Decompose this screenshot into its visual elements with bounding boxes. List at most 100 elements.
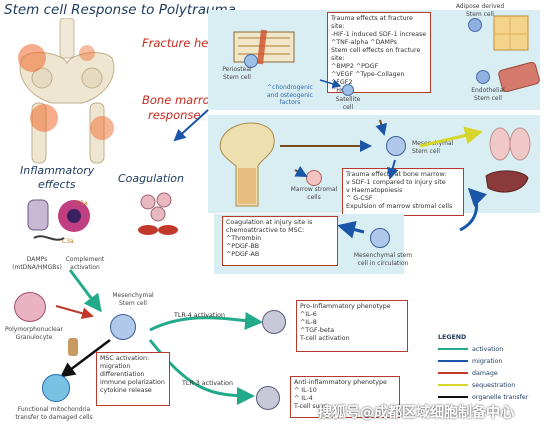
legend-swatch (438, 348, 468, 350)
complement-label-line: Complement (65, 256, 105, 263)
anti-inflammatory-box: Anti-inflammatory phenotype ^ IL-10 ^ IL… (290, 376, 400, 418)
transfer-arrow (60, 339, 111, 378)
marrow-stromal-icon (306, 170, 322, 186)
marrow-stromal-label-line: cells (307, 193, 321, 201)
bone-marrow-label: Bone marrow (142, 93, 220, 107)
fracture-box-line: ^VEGF ^Type-Collagen (331, 71, 405, 78)
pro-inflammatory-line: T-cell activation (300, 335, 350, 342)
coagulation-box-line: chemoattractive to MSC: (226, 227, 305, 234)
legend-label: migration (472, 357, 503, 365)
marrow-stromal-label-line: Marrow stromal (290, 186, 338, 193)
satellite-label-line: Satellite (335, 96, 361, 103)
mito-label-line: Functional mitochondria (17, 406, 91, 413)
periosteal-label-line: Periosteal (222, 66, 252, 73)
pmn-label: Polymorphonuclear Granulocyte (4, 326, 64, 341)
adipose-label-line: Stem cell (466, 10, 494, 18)
fracture-site-box: Trauma effects at fracture site: -HIF-1 … (327, 12, 431, 94)
bone-marrow-box-line: v Haematopoiesis (346, 187, 403, 194)
msc-circulation-icon (370, 228, 390, 248)
sequestration-arrow (419, 126, 483, 148)
legend-swatch (438, 384, 468, 386)
periosteal-effects-line: and osteogenic (267, 91, 313, 99)
femur-head-icon (219, 122, 275, 207)
pro-inflammatory-line: Pro-Inflammatory phenotype (300, 303, 391, 310)
msc-circulation-label-line: Mesenchymal stem (353, 252, 413, 259)
legend-title: LEGEND (438, 334, 467, 341)
endothelial-label-line: Stem cell (474, 94, 502, 102)
legend-item: activation (438, 343, 542, 355)
damps-illustration (27, 199, 90, 241)
satellite-label: Satellite cell (318, 96, 378, 111)
fracture-box-line: ^FGF2 (331, 79, 353, 86)
msc-activation-box: MSC activation: migration differentiatio… (96, 352, 170, 406)
legend-swatch (438, 372, 468, 374)
pmn-label-line: Granulocyte (15, 333, 53, 341)
anti-inflammatory-line: ^ IL-4 (294, 395, 313, 402)
migration-arrow (294, 165, 308, 177)
complement-label-line: activation (70, 263, 100, 271)
fracture-box-line: ^TNF-alpha ^DAMPs (331, 39, 397, 46)
migration-arrow (386, 159, 399, 180)
coagulation-label: Coagulation (118, 172, 184, 185)
inflammatory-label: Inflammatory (20, 164, 95, 177)
fracture-box-line: ^HGF (331, 87, 350, 94)
watermark: 搜狐号@成都区域细胞制备中心 (318, 405, 514, 421)
pro-inflammatory-line: ^IL-6 (300, 311, 317, 318)
adipose-cell-icon (468, 18, 482, 32)
anti-inflammatory-line: Anti-inflammatory phenotype (294, 379, 387, 386)
legend-swatch (438, 360, 468, 362)
fracture-box-line: -HIF-1 induced SDF-1 increase (331, 31, 427, 38)
tlr3-label: TLR-3 activation (182, 380, 233, 387)
legend: LEGEND activation migration damage seque… (438, 334, 542, 403)
legend-swatch (438, 396, 468, 398)
damps-label-line: (mtDNA/HMGBs) (12, 263, 62, 271)
migration-arrow (319, 79, 342, 89)
marrow-stromal-label: Marrow stromal cells (286, 186, 342, 201)
msc-activation-line: immune polarization (100, 379, 165, 386)
msc-activation-line: migration (100, 363, 131, 370)
migration-arrow (337, 220, 365, 239)
msc-top-label-line: Stem cell (412, 147, 440, 155)
damaged-cell-icon (42, 374, 70, 402)
activation-arrow (149, 312, 263, 332)
periosteal-cell-icon (244, 54, 258, 68)
muscle-icon (498, 62, 540, 92)
pro-inflammatory-line: ^IL-8 (300, 319, 317, 326)
damage-arrow (55, 305, 94, 320)
activation-arrow (68, 269, 102, 313)
adipose-tissue-icon (493, 15, 529, 51)
legend-label: organelle transfer (472, 393, 529, 401)
legend-item: organelle transfer (438, 391, 542, 403)
page-title: Stem cell Response to Polytrauma (4, 2, 236, 18)
platelets-icon (138, 192, 178, 235)
adipose-label-line: Adipose derived (455, 3, 505, 10)
msc-anti-inflammatory-icon (256, 386, 280, 410)
legend-item: sequestration (438, 379, 542, 391)
mitochondria-icon (68, 338, 78, 356)
complement-label: Complement activation (60, 256, 110, 271)
periosteal-effects-line: factors (279, 99, 301, 106)
adipose-label: Adipose derived Stem cell (440, 3, 520, 18)
endothelial-label-line: Endothelial (471, 87, 505, 94)
migration-arrow (173, 109, 209, 142)
periosteal-label: Periosteal Stem cell (208, 66, 266, 81)
liver-icon (485, 170, 529, 193)
bone-marrow-box-line: v SDF-1 compared to injury site (346, 179, 446, 186)
msc-circulation-label: Mesenchymal stem cell in circulation (346, 252, 420, 267)
coagulation-box-line: ^PDGF-AB (226, 251, 260, 258)
lungs-icon (489, 127, 531, 161)
msc-center-label-line: Stem cell (119, 299, 147, 307)
endothelial-cell-icon (476, 70, 490, 84)
bone-marrow-label-2: response (148, 108, 201, 122)
legend-label: damage (472, 369, 498, 377)
pmn-label-line: Polymorphonuclear (5, 326, 63, 333)
coagulation-box: Coagulation at injury site is chemoattra… (222, 216, 338, 266)
migration-arrow (375, 119, 388, 136)
anti-inflammatory-line: ^ IL-10 (294, 387, 317, 394)
damps-label-line: DAMPs (26, 256, 48, 263)
migration-arrow (459, 187, 487, 232)
bone-marrow-box-line: ^ G-CSF (346, 195, 373, 202)
msc-activation-line: MSC activation: (100, 355, 150, 362)
pro-inflammatory-line: ^TGF-beta (300, 327, 335, 334)
